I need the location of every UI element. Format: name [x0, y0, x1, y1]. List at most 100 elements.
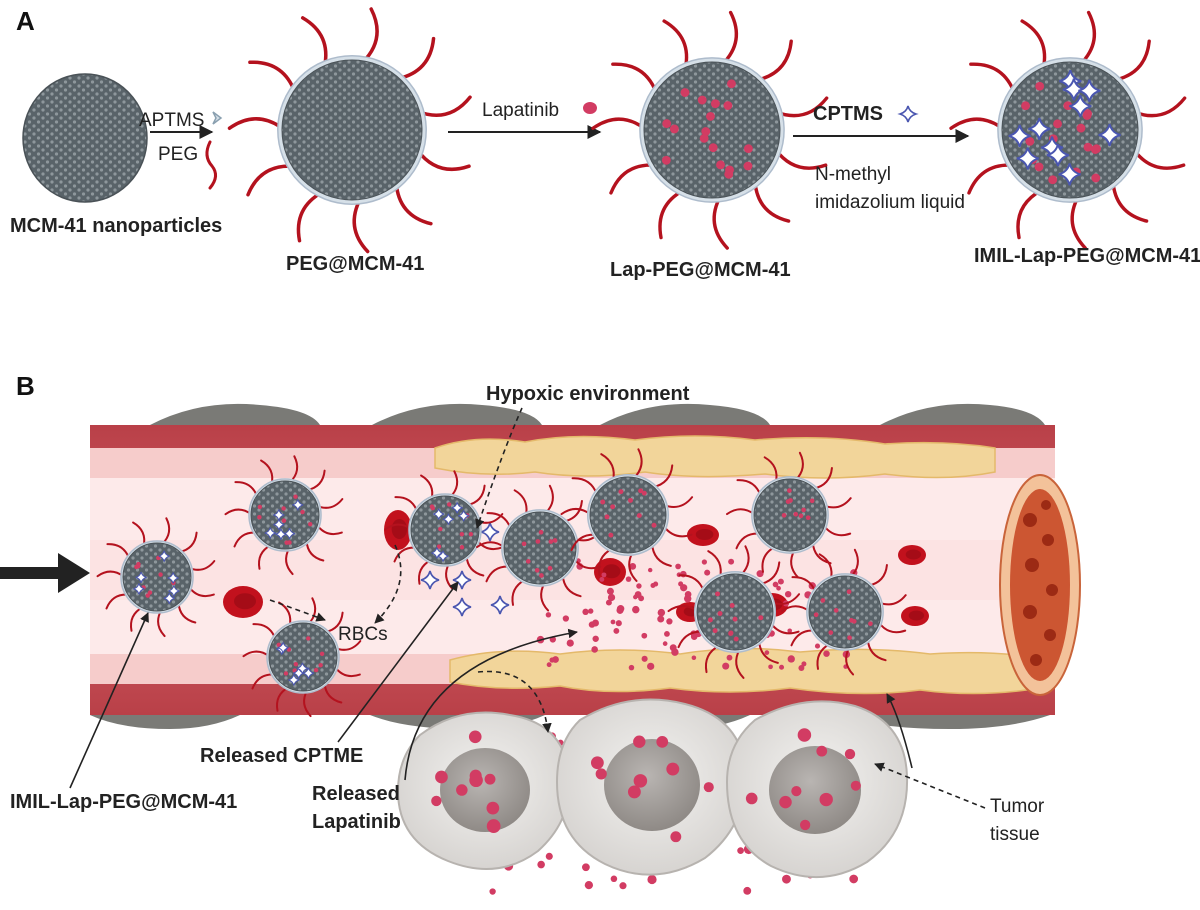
silica-core	[122, 542, 192, 612]
step4-name: IMIL-Lap-PEG@MCM-41	[974, 245, 1200, 267]
label-particle: IMIL-Lap-PEG@MCM-41	[10, 791, 237, 813]
peg-chain	[1132, 96, 1187, 118]
peg-chain	[296, 190, 325, 243]
endothelial-cells-top	[150, 403, 1045, 425]
label-released-lapatinib-1: Released	[312, 783, 400, 805]
peg-chain	[416, 95, 472, 117]
peg-chain	[1111, 179, 1149, 223]
panel-b: B	[0, 371, 1081, 895]
peg-chain	[248, 60, 297, 94]
reagent-aptms: APTMS	[139, 110, 204, 131]
cptme-star	[420, 570, 440, 590]
label-rbcs: RBCs	[338, 624, 388, 645]
panel-b-letter: B	[16, 371, 35, 401]
reagent-peg: PEG	[158, 144, 198, 165]
vessel-particle-1	[96, 517, 216, 638]
red-blood-cell	[901, 606, 929, 626]
vessel-particle-9	[781, 548, 907, 676]
intracellular-lapatinib	[431, 728, 861, 843]
tumor-cells	[396, 698, 909, 879]
rbc-leader-1	[269, 599, 326, 622]
silica-core	[808, 575, 882, 649]
red-blood-cell	[898, 545, 926, 565]
label-released-lapatinib-2: Lapatinib	[312, 811, 401, 833]
step3-name: Lap-PEG@MCM-41	[610, 259, 791, 281]
tumor-cell-1	[396, 711, 571, 870]
lapatinib-leader	[404, 628, 578, 781]
peg-chain	[720, 10, 739, 66]
reagent-imidazolium: imidazolium liquid	[815, 192, 965, 213]
peg-chain	[949, 117, 1006, 131]
label-released-cptme: Released CPTME	[200, 745, 363, 767]
hypoxic-leader	[475, 407, 523, 529]
peg-chain	[360, 7, 379, 64]
cptme-star	[452, 597, 472, 617]
vessel-particle-8	[667, 545, 801, 679]
tumor-leader-1	[874, 762, 986, 809]
peg-chain	[969, 62, 1017, 95]
peg-chain	[227, 117, 286, 131]
imil-lap-peg-mcm41-particle	[949, 10, 1187, 250]
cptme-star	[480, 522, 500, 542]
peg-chain	[753, 179, 791, 223]
peg-chain	[1070, 194, 1087, 250]
tumor-mass	[999, 474, 1081, 696]
silica-core	[250, 480, 320, 550]
lap-peg-mcm41-particle	[591, 10, 829, 250]
peg-chain	[658, 188, 686, 240]
cptme-star	[490, 595, 510, 615]
tumor-cell-2	[555, 698, 747, 876]
blood-flow-arrow	[0, 553, 90, 593]
red-blood-cell	[687, 524, 719, 546]
vessel-particle-7	[726, 451, 852, 579]
peg-chain	[394, 180, 433, 226]
reagent-lapatinib: Lapatinib	[482, 100, 559, 121]
peg-chain	[662, 19, 689, 71]
mcm41-particle	[22, 73, 148, 203]
endothelial-cells-bottom	[90, 715, 1050, 729]
reagent-n-methyl: N-methyl	[815, 164, 891, 185]
panel-a-letter: A	[16, 6, 35, 36]
vessel-particle-4	[384, 470, 504, 591]
peg-chain	[609, 163, 658, 195]
particle-leader	[69, 612, 149, 789]
red-blood-cell	[384, 510, 412, 550]
cptme-leader	[337, 581, 459, 743]
label-hypoxic: Hypoxic environment	[486, 383, 690, 405]
tumor-leader-2	[886, 693, 913, 769]
vessel-particle-2	[224, 455, 344, 576]
peg-chain	[754, 39, 793, 82]
peg-mcm41-particle	[227, 7, 472, 254]
peg-chain	[967, 163, 1016, 195]
silica-core	[753, 478, 827, 552]
silica-core	[268, 622, 338, 692]
silica-core	[589, 476, 667, 554]
peg-chain	[1016, 188, 1044, 240]
peg-chain	[395, 36, 436, 81]
label-tumor-2: tissue	[990, 824, 1040, 845]
lapatinib-diffusion-leader	[477, 670, 552, 733]
aptms-linker-icon	[212, 111, 223, 125]
vessel-particle-5	[476, 484, 602, 612]
cptme-star	[452, 570, 472, 590]
tumor-cell-3	[725, 700, 909, 879]
peg-chain	[415, 148, 471, 171]
peg-chain	[300, 16, 328, 69]
peg-chain	[1131, 147, 1186, 170]
rbc-leader-2	[374, 544, 402, 624]
peg-chain	[1112, 39, 1151, 82]
peg-chain	[591, 117, 648, 131]
cptms-linker-icon	[897, 105, 919, 123]
red-blood-cell	[223, 586, 263, 618]
vessel-particle-3	[242, 597, 362, 718]
panel-a: A MCM-41 nanoparticles APTMS PEG PEG@MCM…	[10, 6, 1200, 281]
plaque-deposits	[434, 435, 1041, 695]
vessel-particle-6	[560, 448, 694, 582]
silica-core	[643, 61, 781, 199]
released-cptme-stars	[420, 522, 510, 617]
step1-name: MCM-41 nanoparticles	[10, 215, 222, 237]
peg-chain	[352, 196, 370, 254]
peg-chain	[246, 164, 296, 197]
peg-chain	[1078, 10, 1097, 66]
